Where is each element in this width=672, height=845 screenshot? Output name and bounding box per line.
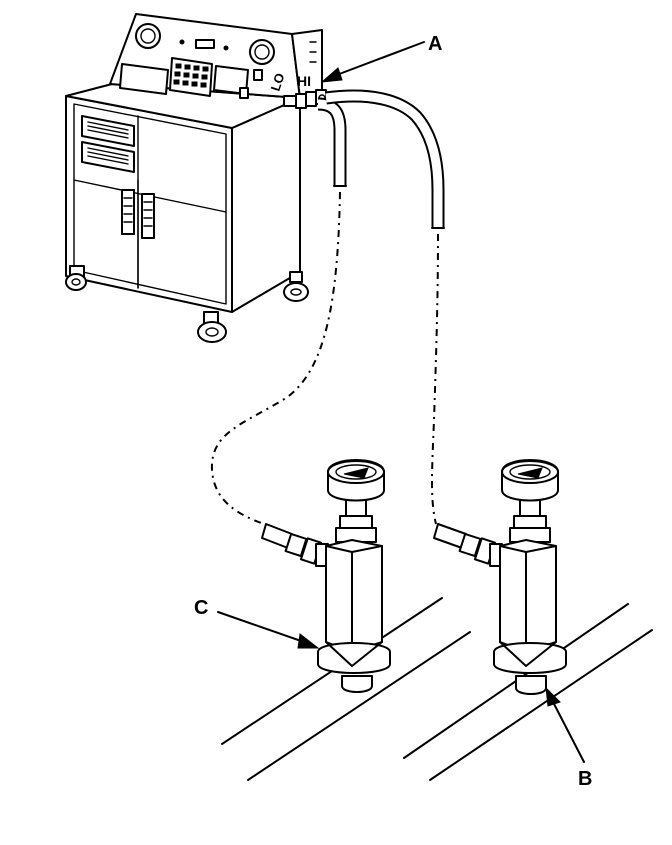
- service-valve-b: [433, 459, 567, 695]
- callout-b: B: [545, 686, 592, 790]
- callout-label-b: B: [578, 768, 592, 790]
- floor-rails: [221, 597, 653, 781]
- display-screen: [119, 63, 169, 95]
- callout-b-arrowhead: [545, 686, 561, 707]
- gauge-left: [135, 23, 161, 49]
- valve-b-body: [499, 539, 557, 653]
- gauge-right: [249, 39, 275, 65]
- valve-c-body: [325, 539, 383, 653]
- callout-a: A: [320, 33, 442, 83]
- caster-wheels: [65, 265, 309, 343]
- service-valve-c: [261, 459, 391, 693]
- callout-c-arrowhead: [297, 633, 320, 649]
- door-handle-left: [121, 189, 135, 235]
- charging-station: LO HI: [65, 13, 327, 343]
- port-fittings: [283, 89, 327, 109]
- door-handle-right: [141, 193, 155, 239]
- valve-b-base: [493, 642, 567, 674]
- hoses: [210, 89, 445, 525]
- valve-c-base: [317, 642, 391, 674]
- lo-hose-continuation: [210, 191, 341, 525]
- callout-label-c: C: [194, 597, 208, 619]
- lo-label: LO: [268, 71, 288, 93]
- callout-c: C: [194, 597, 320, 649]
- callout-label-a: A: [428, 33, 442, 55]
- hi-hose-continuation: [431, 233, 439, 525]
- hi-label: HI: [297, 73, 311, 89]
- callout-a-arrowhead: [320, 67, 343, 83]
